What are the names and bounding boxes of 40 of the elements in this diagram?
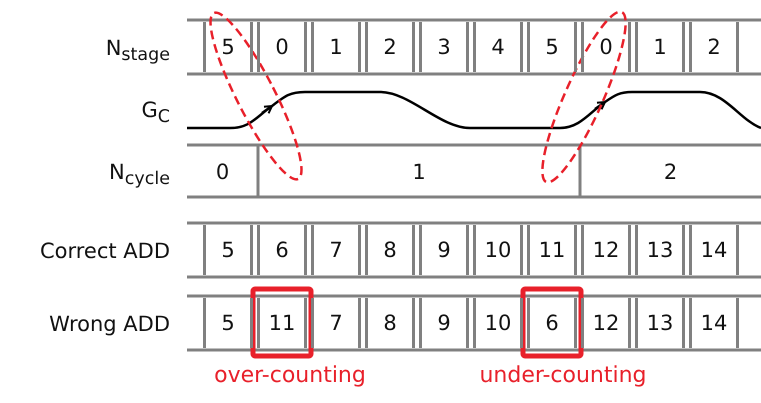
row-label: N$_{stage}$ xyxy=(104,38,170,65)
cell-value: 0 xyxy=(275,36,289,58)
cell-value: 8 xyxy=(383,312,397,334)
annotation-text: under-counting xyxy=(478,365,648,387)
cell-value: 5 xyxy=(545,36,559,58)
cell-value: 10 xyxy=(484,240,512,260)
cell-value: 14 xyxy=(700,312,728,334)
cell-value: 2 xyxy=(707,36,721,58)
cell-value: 4 xyxy=(491,36,505,58)
cell-value: 12 xyxy=(592,240,620,260)
cell-value: 2 xyxy=(383,36,397,58)
cell-value: 5 xyxy=(221,312,235,334)
cell-value: 1 xyxy=(653,36,667,58)
cell-value: 11 xyxy=(268,312,296,334)
cell-value: 7 xyxy=(329,312,343,334)
cell-value: 1 xyxy=(411,162,427,183)
cell-value: 10 xyxy=(484,312,512,334)
cell-value: 14 xyxy=(700,240,728,260)
cell-value: 1 xyxy=(329,36,343,58)
cell-value: 5 xyxy=(221,240,235,260)
cell-value: 2 xyxy=(662,162,678,183)
annotation-text: over-counting xyxy=(213,365,367,387)
cell-value: 0 xyxy=(599,36,613,58)
cell-value: 12 xyxy=(592,312,620,334)
cell-value: 13 xyxy=(646,312,674,334)
row-label: G$_{C}$ xyxy=(140,100,170,127)
cell-value: 7 xyxy=(329,240,343,260)
cell-value: 9 xyxy=(437,240,451,260)
cell-value: 6 xyxy=(545,312,559,334)
cell-value: 5 xyxy=(221,36,235,58)
cell-value: 3 xyxy=(437,36,451,58)
cell-value: 9 xyxy=(437,312,451,334)
row-label: Correct ADD xyxy=(38,241,170,262)
cell-value: 0 xyxy=(214,162,230,183)
row-label: Wrong ADD xyxy=(48,314,170,335)
cell-value: 13 xyxy=(646,240,674,260)
cell-value: 6 xyxy=(275,240,289,260)
cell-value: 8 xyxy=(383,240,397,260)
cell-value: 11 xyxy=(538,240,566,260)
row-label: N$_{cycle}$ xyxy=(108,162,170,189)
